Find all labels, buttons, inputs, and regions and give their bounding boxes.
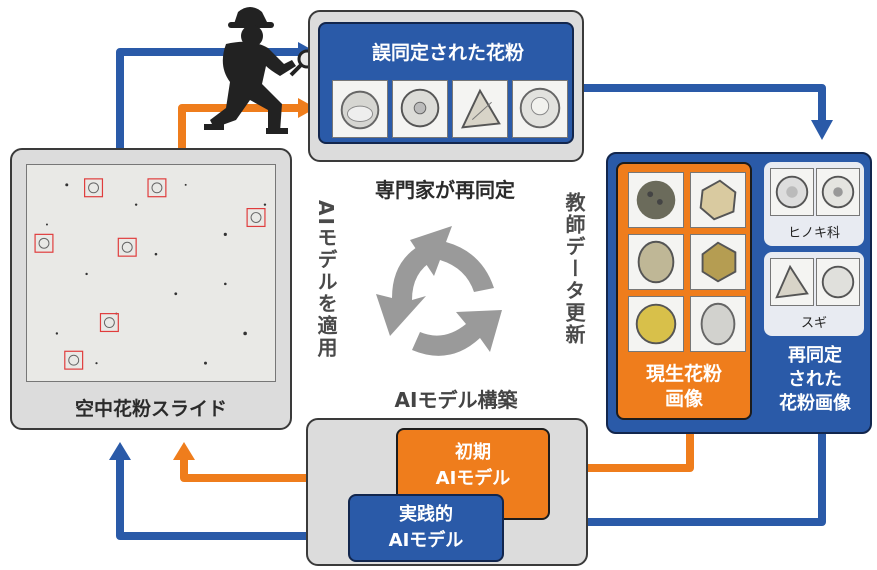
arrow-to-reidentified	[574, 84, 826, 122]
slide-label: 空中花粉スライド	[74, 398, 227, 420]
misidentified-title: 誤同定された花粉	[371, 42, 524, 64]
slide-image	[26, 164, 276, 382]
apply-model-label: AIモデルを適用	[314, 200, 338, 359]
pollen-image	[628, 172, 684, 228]
pollen-image	[770, 168, 814, 216]
pollen-image	[512, 80, 568, 138]
taxon-cryptomeria: スギ	[800, 316, 827, 331]
expert-reid-label: 専門家が再同定	[375, 178, 515, 202]
model-build-label: AIモデル構築	[394, 388, 518, 412]
initial-model-line2: AIモデル	[435, 468, 511, 489]
arrow-practical-to-slide	[116, 458, 348, 540]
practical-model-label: 実践的 AIモデル	[350, 502, 502, 554]
pollen-image	[690, 296, 746, 352]
practical-model-box: 実践的 AIモデル	[348, 494, 504, 562]
pollen-image	[628, 234, 684, 290]
pollen-image	[628, 296, 684, 352]
living-pollen-line2: 画像	[664, 388, 703, 410]
arrowhead	[109, 442, 131, 460]
arrow-living-to-initial	[568, 420, 694, 472]
training-update-label: 教師データ更新	[562, 192, 586, 346]
pollen-image	[816, 168, 860, 216]
pollen-image	[392, 80, 448, 138]
arrowhead	[173, 442, 195, 460]
pollen-image	[690, 234, 746, 290]
pollen-image	[816, 258, 860, 306]
practical-model-line2: AIモデル	[388, 530, 464, 551]
initial-model-label: 初期 AIモデル	[398, 440, 548, 492]
reidentified-label: 再同定 された 花粉画像	[760, 344, 870, 416]
misidentified-box: 誤同定された花粉	[318, 22, 574, 144]
pollen-image	[690, 172, 746, 228]
arrow-reidentified-to-practical	[526, 428, 826, 526]
reidentified-line3: 花粉画像	[779, 393, 851, 414]
arrowhead	[298, 98, 316, 118]
recycle-arrows-icon	[376, 226, 502, 356]
pollen-image	[770, 258, 814, 306]
pollen-image	[332, 80, 388, 138]
arrow-slide-to-misidentified-orange	[178, 104, 300, 160]
taxon-cupressaceae: ヒノキ科	[787, 226, 840, 241]
arrowhead	[811, 120, 833, 140]
reidentified-line2: された	[788, 369, 842, 390]
detective-icon	[204, 7, 296, 134]
living-pollen-label: 現生花粉 画像	[616, 362, 752, 412]
reidentified-line1: 再同定	[788, 345, 842, 366]
initial-model-line1: 初期	[455, 442, 491, 463]
living-pollen-line1: 現生花粉	[645, 363, 722, 385]
pollen-image	[452, 80, 508, 138]
practical-model-line1: 実践的	[399, 504, 453, 525]
